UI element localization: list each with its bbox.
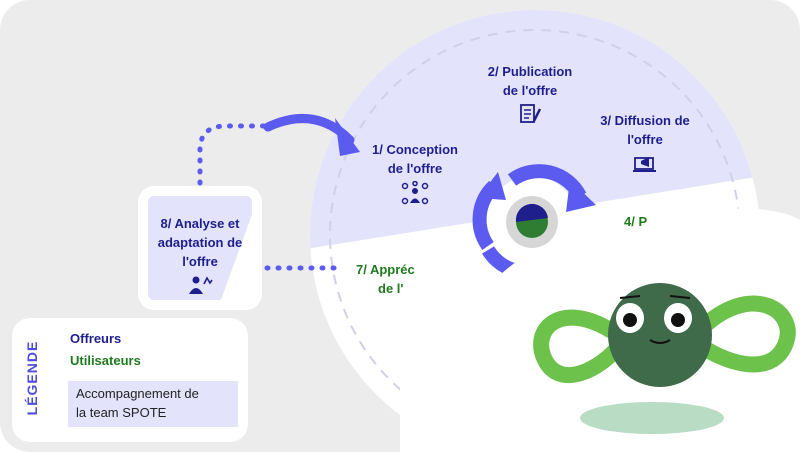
dotted-connector-top bbox=[197, 123, 273, 208]
step-7-label: 7/ Appréc de l' bbox=[356, 260, 436, 298]
step-8-label: 8/ Analyse et adaptation de l'offre bbox=[143, 214, 257, 296]
team-network-icon bbox=[401, 181, 429, 205]
step-1-line1: 1/ Conception bbox=[372, 142, 458, 157]
step-2-line2: de l'offre bbox=[502, 83, 558, 98]
step-3-label: 3/ Diffusion de l'offre bbox=[590, 111, 700, 174]
step-4-line1: 4/ P bbox=[624, 214, 648, 229]
step-4-label: 4/ P bbox=[624, 212, 684, 231]
person-analysis-icon bbox=[189, 276, 213, 294]
step-8-line2: adaptation de bbox=[157, 235, 243, 250]
step-8-line1: 8/ Analyse et bbox=[160, 216, 240, 231]
arrow-head bbox=[335, 118, 360, 156]
step-3-line2: l'offre bbox=[627, 132, 663, 147]
infinity-loop-left bbox=[533, 309, 628, 384]
megaphone-laptop-icon bbox=[633, 157, 656, 172]
step-2-line1: 2/ Publication bbox=[487, 64, 573, 79]
step-8-card bbox=[138, 186, 262, 310]
legend-utilisateurs: Utilisateurs bbox=[70, 353, 141, 368]
step-8-line3: l'offre bbox=[182, 254, 218, 269]
step-2-label: 2/ Publication de l'offre bbox=[470, 62, 590, 125]
legend-accompagnement-line1: Accompagnement de bbox=[76, 386, 199, 401]
mascot-smile bbox=[649, 339, 671, 344]
step-1-line2: de l'offre bbox=[387, 161, 443, 176]
infinity-loop-right bbox=[692, 295, 796, 373]
legend-title: LÉGENDE bbox=[24, 340, 40, 416]
step-3-line1: 3/ Diffusion de bbox=[600, 113, 690, 128]
legend-accompagnement: Accompagnement de la team SPOTE bbox=[68, 381, 238, 427]
step-7-line2: de l' bbox=[378, 281, 404, 296]
document-pen-icon bbox=[520, 104, 542, 123]
step-1-label: 1/ Conception de l'offre bbox=[355, 140, 475, 207]
legend-offreurs: Offreurs bbox=[70, 331, 122, 346]
center-disc-blue bbox=[515, 203, 548, 222]
mascot-shadow bbox=[580, 402, 724, 434]
step-7-line1: 7/ Appréc bbox=[356, 262, 415, 277]
legend-accompagnement-line2: la team SPOTE bbox=[76, 405, 167, 420]
